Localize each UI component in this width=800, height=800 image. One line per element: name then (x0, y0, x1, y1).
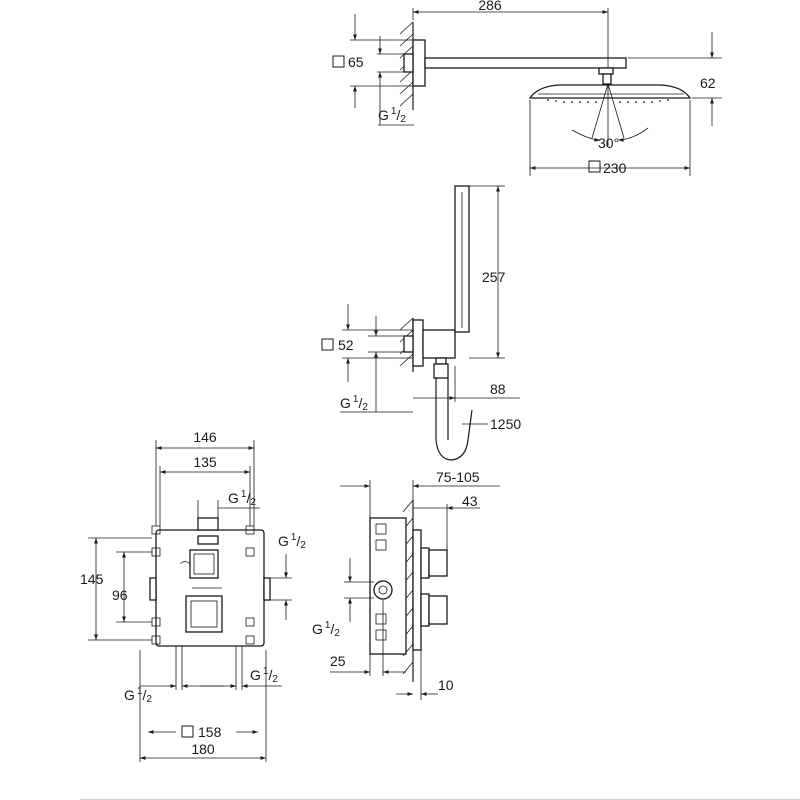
hand-shower-length-label: 257 (482, 269, 506, 285)
depth-range-label: 75-105 (436, 469, 480, 485)
square-symbol (332, 55, 345, 68)
inner-width-label: 135 (193, 454, 217, 470)
total-width-label: 180 (191, 741, 215, 757)
shower-icon: ⌒ (180, 561, 190, 573)
offset-label: 25 (330, 653, 346, 669)
flange-size-label: 65 (348, 54, 364, 70)
plate-size-label: 158 (198, 724, 222, 740)
logo-badge (197, 535, 219, 545)
angle-label: 30° (598, 135, 619, 151)
projection-label: 88 (490, 381, 506, 397)
hose-length-label: 1250 (490, 416, 521, 432)
head-height-label: 62 (700, 75, 716, 91)
holder-size-label: 52 (338, 337, 354, 353)
valve-height-label: 145 (80, 571, 104, 587)
nozzle-dots (547, 99, 669, 103)
hole-spacing-label: 96 (112, 587, 128, 603)
depth-label: 43 (462, 493, 478, 509)
plate-thickness-label: 10 (438, 677, 454, 693)
arm-length-label: 286 (478, 0, 502, 13)
head-size-label: 230 (603, 160, 627, 176)
outer-width-label: 146 (193, 429, 217, 445)
